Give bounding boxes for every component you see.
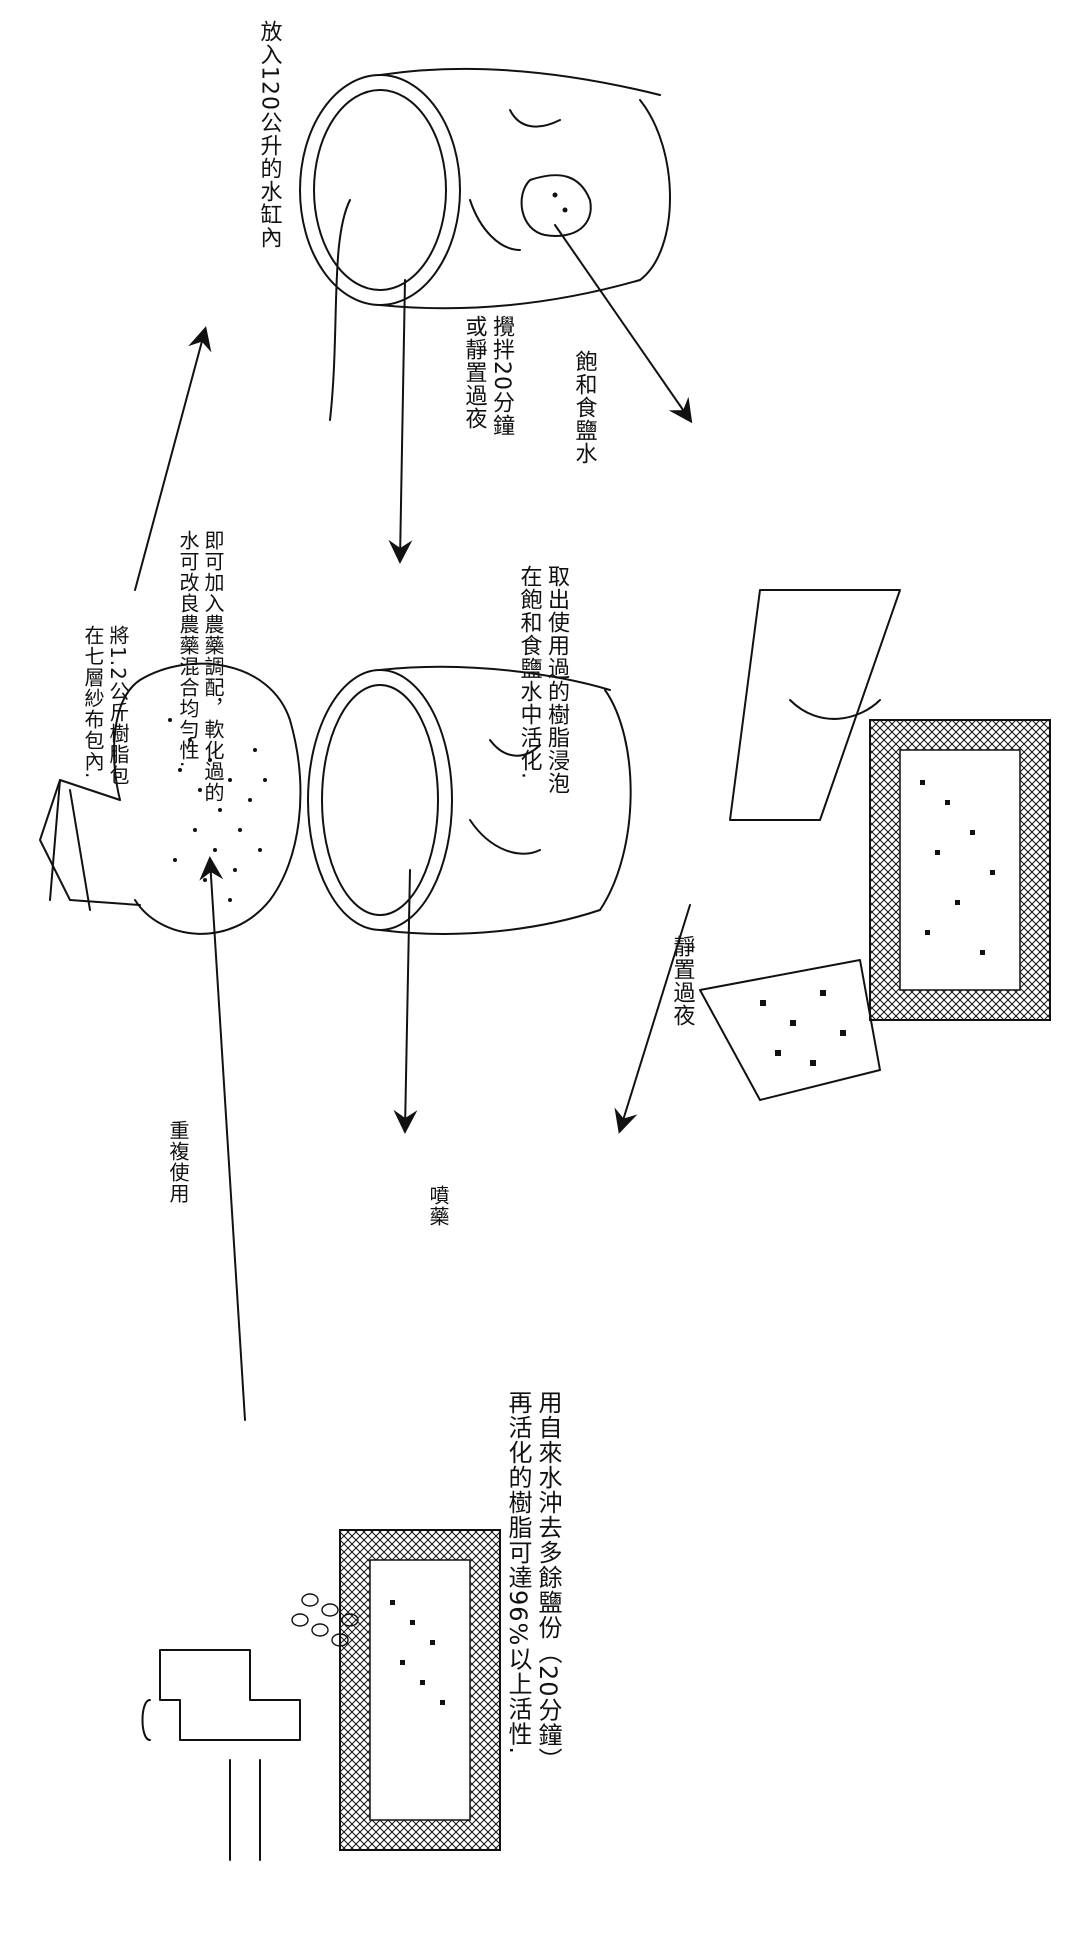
- step-2-label: 放入120公升的水缸內: [256, 20, 282, 249]
- step-8-label: 用自來水沖去多餘鹽份（20分鐘） 再活化的樹脂可達96%以上活性.: [504, 1390, 562, 1773]
- flow-arrows: [134, 224, 693, 1421]
- step-5-label: 取出使用過的樹脂浸泡 在飽和食鹽水中活化.: [516, 565, 570, 795]
- step-3-label: 攪拌20分鐘 或靜置過夜: [461, 315, 515, 437]
- step-6-label: 飽和食鹽水: [571, 350, 597, 465]
- step-10-label: 重複使用: [166, 1120, 190, 1204]
- bucket-illustration: [307, 665, 632, 935]
- resin-bag-illustration: [39, 662, 302, 935]
- step-9-label: 噴藥: [426, 1185, 450, 1227]
- step-1-label: 將1.2公斤樹脂包 在七層紗布包內.: [81, 625, 130, 786]
- saline-tray-illustration: [699, 589, 1051, 1101]
- faucet-tray-illustration: [141, 1529, 501, 1861]
- water-tank-illustration: [299, 67, 671, 421]
- step-4-label: 即可加入農藥調配，軟化過的 水可改良農藥混合均勻性.: [176, 530, 225, 803]
- step-7-label: 靜置過夜: [669, 935, 695, 1027]
